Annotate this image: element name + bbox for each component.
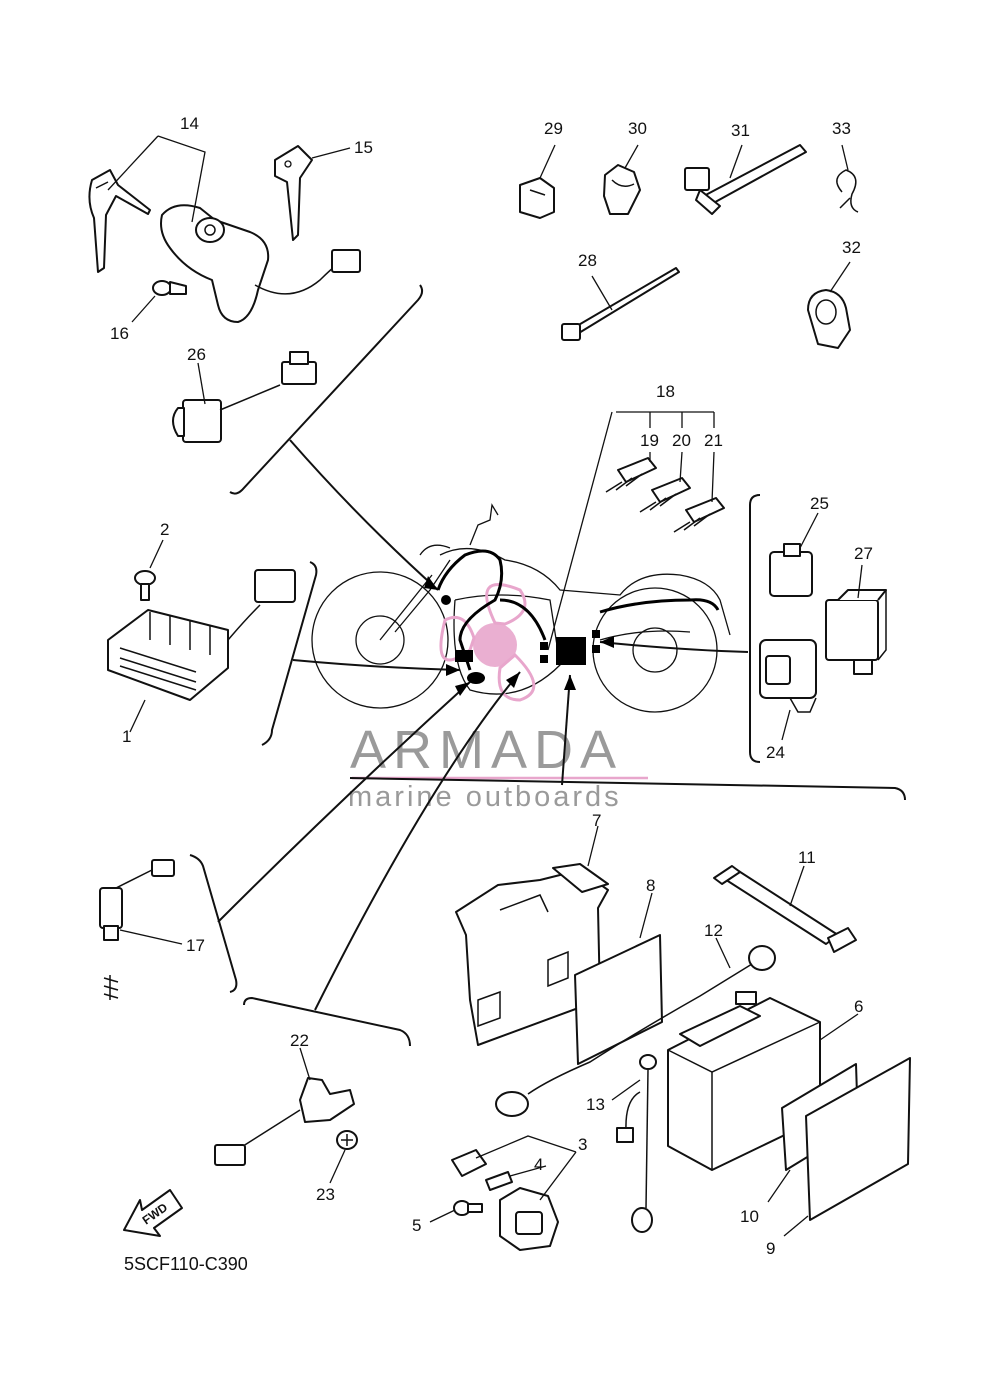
callout-24: 24 xyxy=(766,743,785,762)
part-31-band xyxy=(684,144,807,215)
diagram-code: 5SCF110-C390 xyxy=(124,1254,248,1274)
part-33-clip xyxy=(836,169,859,213)
part-26-sensor xyxy=(172,351,317,443)
callout-9: 9 xyxy=(766,1239,775,1258)
callout-27: 27 xyxy=(854,544,873,563)
callout-32: 32 xyxy=(842,238,861,257)
part-fuses xyxy=(605,457,725,533)
part-6-battery xyxy=(667,991,821,1171)
part-3-relay xyxy=(451,1149,559,1251)
part-key-15 xyxy=(274,145,313,241)
callout-20: 20 xyxy=(672,431,691,450)
callout-28: 28 xyxy=(578,251,597,270)
callout-31: 31 xyxy=(731,121,750,140)
part-8-pad xyxy=(574,934,663,1065)
part-7-battery-box xyxy=(455,863,609,1046)
callout-21: 21 xyxy=(704,431,723,450)
callout-33: 33 xyxy=(832,119,851,138)
callout-22: 22 xyxy=(290,1031,309,1050)
part-9-plate xyxy=(805,1057,911,1221)
watermark-brand: ARMADA xyxy=(350,720,623,780)
callout-14: 14 xyxy=(180,114,199,133)
armada-watermark: ARMADA marine outboards xyxy=(348,583,648,813)
part-24-relay xyxy=(759,639,817,713)
callout-6: 6 xyxy=(854,997,863,1016)
fwd-arrow-icon: FWD xyxy=(123,1189,183,1237)
part-23-screw xyxy=(336,1130,358,1150)
propeller-logo xyxy=(439,583,536,702)
part-12-cable xyxy=(495,945,776,1117)
part-29-clamp xyxy=(519,177,555,219)
part-30-clamp xyxy=(603,164,641,215)
harness-routing xyxy=(217,411,749,1011)
part-13-cable xyxy=(616,1054,657,1233)
part-22-switch xyxy=(214,1077,355,1166)
callout-13: 13 xyxy=(586,1095,605,1114)
watermark-tagline: marine outboards xyxy=(348,781,622,813)
callout-23: 23 xyxy=(316,1185,335,1204)
callout-29: 29 xyxy=(544,119,563,138)
motorcycle-outline xyxy=(311,503,731,713)
callout-10: 10 xyxy=(740,1207,759,1226)
part-32-clamp xyxy=(807,289,851,349)
callout-15: 15 xyxy=(354,138,373,157)
callout-4: 4 xyxy=(534,1155,543,1174)
part-1-rectifier xyxy=(107,569,296,701)
callout-5: 5 xyxy=(412,1216,421,1235)
callout-17: 17 xyxy=(186,936,205,955)
part-27-relay xyxy=(825,589,887,675)
callout-11: 11 xyxy=(798,848,816,867)
part-17-switch xyxy=(99,859,175,1000)
part-main-switch xyxy=(160,204,361,323)
part-11-band xyxy=(713,865,857,953)
callout-2: 2 xyxy=(160,520,169,539)
part-key-left xyxy=(88,169,151,273)
part-2-bolt xyxy=(134,570,156,601)
callout-25: 25 xyxy=(810,494,829,513)
part-25-relay xyxy=(769,543,813,597)
part-5-screw xyxy=(453,1200,483,1216)
part-28-tie xyxy=(561,267,680,341)
callout-30: 30 xyxy=(628,119,647,138)
callout-7: 7 xyxy=(592,811,601,830)
callout-18: 18 xyxy=(656,382,675,401)
part-4-fuse xyxy=(485,1171,513,1191)
callout-8: 8 xyxy=(646,876,655,895)
callout-3: 3 xyxy=(578,1135,587,1154)
callout-labels: 14 15 16 26 2 1 17 22 23 29 30 31 33 32 … xyxy=(110,114,873,1258)
callout-26: 26 xyxy=(187,345,206,364)
callout-19: 19 xyxy=(640,431,659,450)
callout-1: 1 xyxy=(122,727,131,746)
callout-12: 12 xyxy=(704,921,723,940)
callout-16: 16 xyxy=(110,324,129,343)
part-bolt-16 xyxy=(152,280,187,296)
group-brackets xyxy=(189,284,906,1047)
